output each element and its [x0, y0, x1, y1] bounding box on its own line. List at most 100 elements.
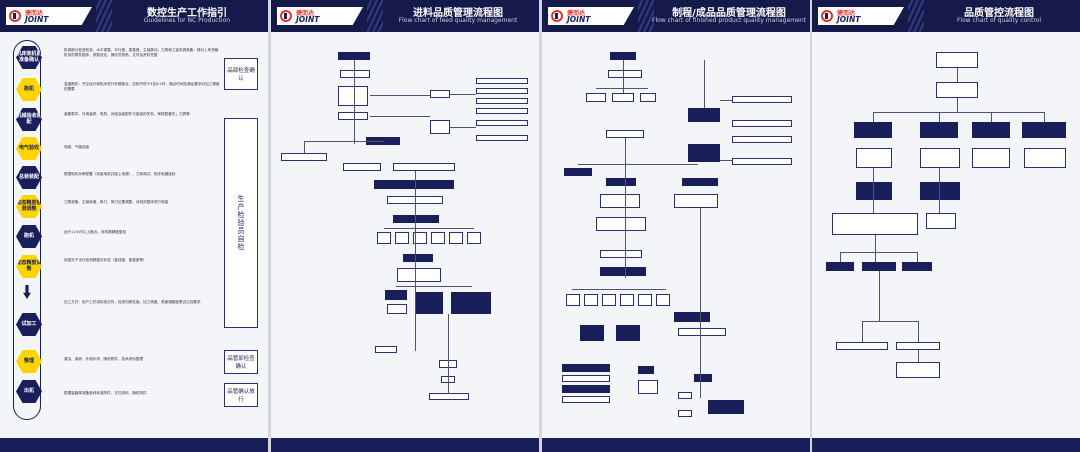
flow-node	[338, 52, 370, 60]
connector	[873, 112, 1045, 113]
flow-node	[656, 294, 670, 306]
step-badge: 试加工	[16, 313, 42, 336]
connector	[879, 271, 880, 321]
board-title: 数控生产工作指引	[147, 8, 227, 19]
flow-node	[972, 148, 1010, 168]
flow-node	[562, 364, 610, 372]
connector	[396, 286, 472, 287]
board-subtitle: Flow chart of quality control	[956, 17, 1042, 24]
connector	[700, 208, 701, 398]
connector	[862, 321, 918, 322]
connector	[873, 168, 874, 213]
connector	[1044, 112, 1045, 122]
flow-node	[562, 375, 610, 382]
flow-node	[688, 108, 720, 122]
step-description: 运行12小时以上跑合，对机械精度复检	[64, 230, 127, 234]
board-header: 捷而达 JOINT 品质管控流程图 Flow chart of quality …	[812, 0, 1080, 32]
logo-cn: 捷而达	[837, 10, 856, 17]
flow-node	[856, 148, 892, 168]
flow-node	[397, 268, 441, 282]
logo-en: JOINT	[567, 15, 591, 24]
board-header: 捷而达 JOINT 进料品质管理流程图 Flow chart of feed q…	[271, 0, 539, 32]
flow-node	[708, 400, 744, 414]
flow-node	[732, 96, 792, 103]
connector	[918, 321, 919, 342]
step-badge: 出机	[16, 380, 42, 403]
flow-node	[600, 267, 646, 276]
step-badge: 跑机	[16, 225, 42, 248]
flow-node	[732, 158, 792, 165]
header-stripes	[367, 0, 383, 32]
connector	[623, 60, 624, 93]
flow-node	[431, 232, 445, 244]
flow-node	[584, 294, 598, 306]
step-badge: 机床装机前准备确认	[16, 46, 42, 69]
step-description: 刀具准备、主轴转速、换刀、换刀位置调整，对机床整体进行测量	[64, 200, 169, 204]
connector	[596, 88, 648, 89]
flow-node	[606, 178, 636, 186]
flow-node	[1022, 122, 1066, 138]
flow-node	[678, 328, 726, 336]
connector	[991, 112, 992, 122]
connector	[448, 314, 449, 394]
connector	[450, 127, 476, 128]
header-stripes	[908, 0, 924, 32]
flow-node	[610, 52, 636, 60]
step-badge: 整理	[16, 350, 42, 373]
flow-node	[340, 70, 370, 78]
flow-node	[620, 294, 634, 306]
flow-node	[902, 262, 932, 271]
flow-node	[688, 144, 720, 162]
flow-node	[476, 135, 528, 141]
flow-node	[832, 213, 918, 235]
flow-node	[387, 304, 407, 314]
step-description: 加工方式：用户工件或标准试件，检查切削性能、加工精度、表面粗糙度是否达到要求	[64, 300, 201, 304]
flow-node	[338, 112, 368, 120]
flow-node	[281, 153, 327, 161]
connector	[862, 321, 863, 342]
flow-node	[476, 108, 528, 114]
board-process-quality-flow: 捷而达 JOINT 制程/成品品质管理流程图 Flow chart of fin…	[542, 0, 810, 452]
board-quality-control-flow: 捷而达 JOINT 品质管控流程图 Flow chart of quality …	[812, 0, 1080, 452]
flow-node	[1024, 148, 1066, 168]
flow-node	[678, 392, 692, 399]
flow-node	[972, 122, 1010, 138]
flow-node	[600, 194, 640, 208]
board-nc-production-guidelines: 捷而达 JOINT 数控生产工作指引 Guidelines for NC Pro…	[0, 0, 268, 452]
logo-icon	[551, 10, 563, 22]
board-title: 进料品质管理流程图	[413, 8, 503, 19]
step-badge: 动态精度调整	[16, 255, 42, 278]
connector	[939, 112, 940, 122]
connector	[720, 100, 732, 101]
brand-logo: 捷而达 JOINT	[818, 7, 904, 25]
flow-node	[393, 163, 455, 171]
step-badge: 动态精度检测调整	[16, 195, 42, 218]
connector	[450, 94, 476, 95]
flow-node	[413, 232, 427, 244]
flow-node	[377, 232, 391, 244]
flow-node	[602, 294, 616, 306]
step-description: 电缆、气路连接	[64, 145, 90, 149]
flow-node	[596, 217, 646, 231]
flow-node	[562, 385, 610, 393]
flow-node	[826, 262, 854, 271]
arrow-down-icon	[23, 285, 31, 299]
side-label: 品管确认放行	[224, 383, 258, 407]
connector	[875, 235, 876, 262]
logo-cn: 捷而达	[296, 10, 315, 17]
logo-cn: 捷而达	[25, 10, 44, 17]
flow-node	[732, 136, 792, 143]
connector	[304, 141, 384, 142]
brand-logo: 捷而达 JOINT	[6, 7, 92, 25]
flow-node	[476, 120, 528, 126]
flow-node	[476, 98, 528, 104]
connector	[370, 95, 430, 96]
flow-node	[449, 232, 463, 244]
flow-node	[608, 70, 642, 78]
flow-node	[415, 292, 443, 314]
board-footer	[0, 438, 268, 452]
flow-node	[862, 262, 896, 271]
flow-node	[854, 122, 892, 138]
board-footer	[271, 438, 539, 452]
flow-node	[393, 215, 439, 223]
